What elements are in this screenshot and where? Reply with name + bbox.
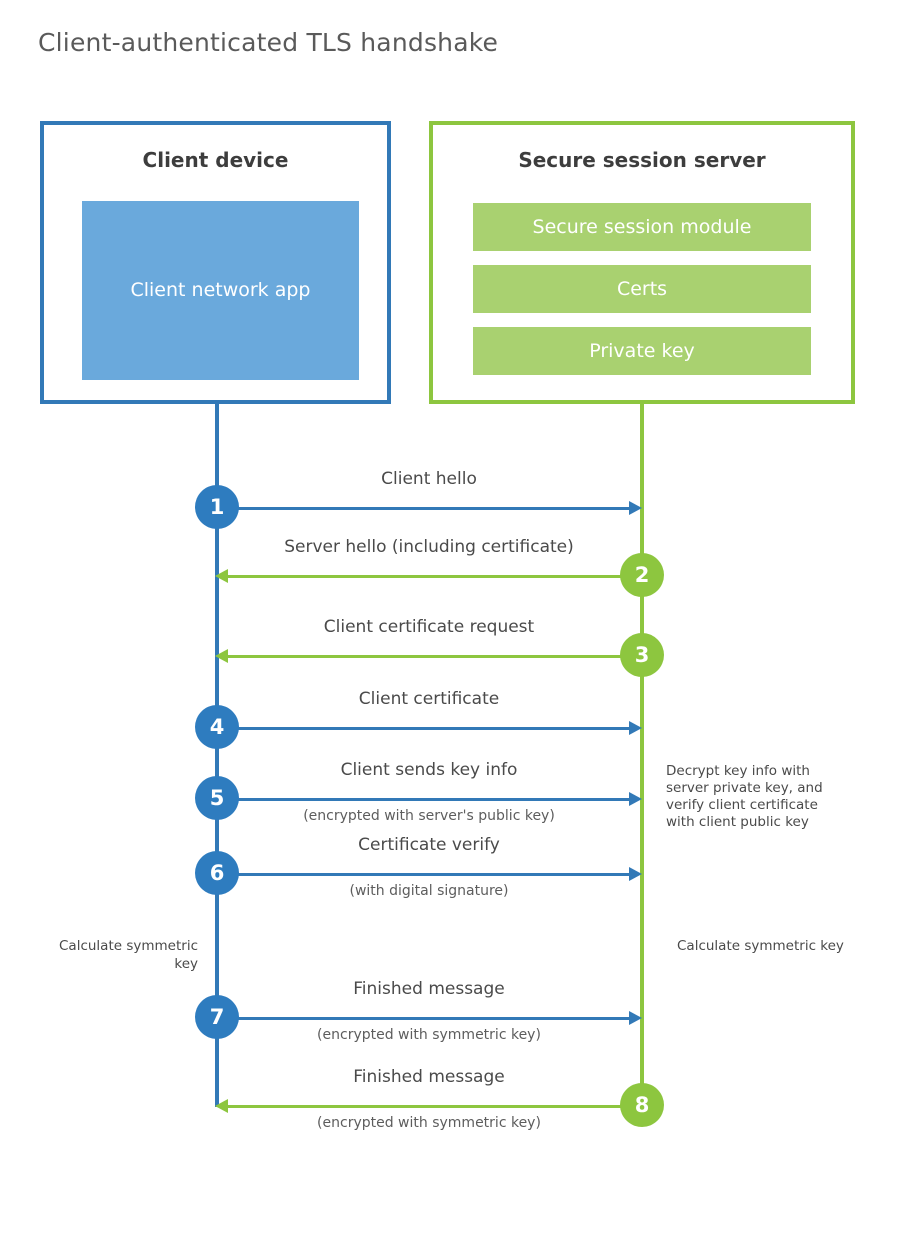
arrowhead-right-icon <box>629 867 642 881</box>
participant-secure-session-server: Secure session server Secure session mod… <box>429 121 855 404</box>
page-title: Client-authenticated TLS handshake <box>38 28 499 57</box>
step-badge-6[interactable]: 6 <box>195 851 239 895</box>
client-lifeline <box>215 401 219 1107</box>
step-badge-3[interactable]: 3 <box>620 633 664 677</box>
note-client-calculate-symmetric-key: Calculate symmetric key <box>59 938 198 972</box>
step-badge-4[interactable]: 4 <box>195 705 239 749</box>
message-arrow-5 <box>217 798 631 801</box>
message-arrow-6 <box>217 873 631 876</box>
message-label-8: Finished message <box>353 1067 505 1087</box>
message-arrow-4 <box>217 727 631 730</box>
arrowhead-left-icon <box>215 649 228 663</box>
server-lifeline <box>640 401 644 1107</box>
step-badge-2[interactable]: 2 <box>620 553 664 597</box>
client-device-title: Client device <box>142 148 289 172</box>
message-arrow-2 <box>226 575 640 578</box>
arrowhead-right-icon <box>629 501 642 515</box>
secure-session-server-title: Secure session server <box>518 148 766 172</box>
message-label-5: Client sends key info <box>340 760 518 780</box>
server-block-certs: Certs <box>473 265 811 313</box>
message-sublabel-5: (encrypted with server's public key) <box>303 808 555 824</box>
participant-client-device: Client device Client network app <box>40 121 391 404</box>
message-label-7: Finished message <box>353 979 505 999</box>
message-label-3: Client certificate request <box>323 617 535 637</box>
message-label-2: Server hello (including certificate) <box>284 537 574 557</box>
message-label-4: Client certificate <box>358 689 500 709</box>
message-label-6: Certificate verify <box>358 835 500 855</box>
server-block-private-key: Private key <box>473 327 811 375</box>
note-server-calculate-symmetric-key: Calculate symmetric key <box>677 938 844 954</box>
step-badge-8[interactable]: 8 <box>620 1083 664 1127</box>
message-sublabel-8: (encrypted with symmetric key) <box>317 1115 541 1131</box>
arrowhead-right-icon <box>629 1011 642 1025</box>
note-server-decrypt: Decrypt key info with server private key… <box>666 763 823 830</box>
server-block-secure-session-module: Secure session module <box>473 203 811 251</box>
message-arrow-3 <box>226 655 640 658</box>
message-sublabel-6: (with digital signature) <box>349 883 509 899</box>
message-arrow-7 <box>217 1017 631 1020</box>
message-label-1: Client hello <box>381 469 477 489</box>
arrowhead-right-icon <box>629 792 642 806</box>
arrowhead-right-icon <box>629 721 642 735</box>
message-arrow-8 <box>226 1105 640 1108</box>
message-sublabel-7: (encrypted with symmetric key) <box>317 1027 541 1043</box>
step-badge-7[interactable]: 7 <box>195 995 239 1039</box>
step-badge-1[interactable]: 1 <box>195 485 239 529</box>
arrowhead-left-icon <box>215 1099 228 1113</box>
client-network-app-block: Client network app <box>82 201 359 380</box>
message-arrow-1 <box>217 507 631 510</box>
arrowhead-left-icon <box>215 569 228 583</box>
step-badge-5[interactable]: 5 <box>195 776 239 820</box>
